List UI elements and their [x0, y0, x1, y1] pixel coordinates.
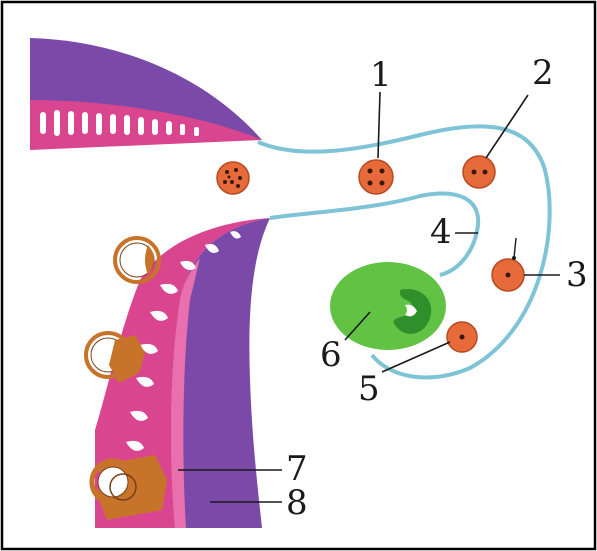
cell-egg-5 — [447, 322, 477, 352]
leader-1 — [378, 92, 380, 158]
label-6: 6 — [320, 335, 342, 375]
cell-stage-3 — [492, 238, 524, 291]
cell-stage-1 — [359, 160, 393, 194]
label-4: 4 — [430, 212, 452, 252]
label-5: 5 — [358, 369, 380, 409]
cell-morula-uterus — [217, 162, 249, 194]
cell-stage-2 — [463, 156, 495, 188]
label-8: 8 — [286, 483, 308, 523]
blastocyst-1 — [115, 238, 159, 282]
label-3: 3 — [566, 255, 588, 295]
blastocyst-3 — [92, 455, 167, 520]
label-2: 2 — [532, 53, 554, 93]
label-1: 1 — [370, 55, 392, 95]
